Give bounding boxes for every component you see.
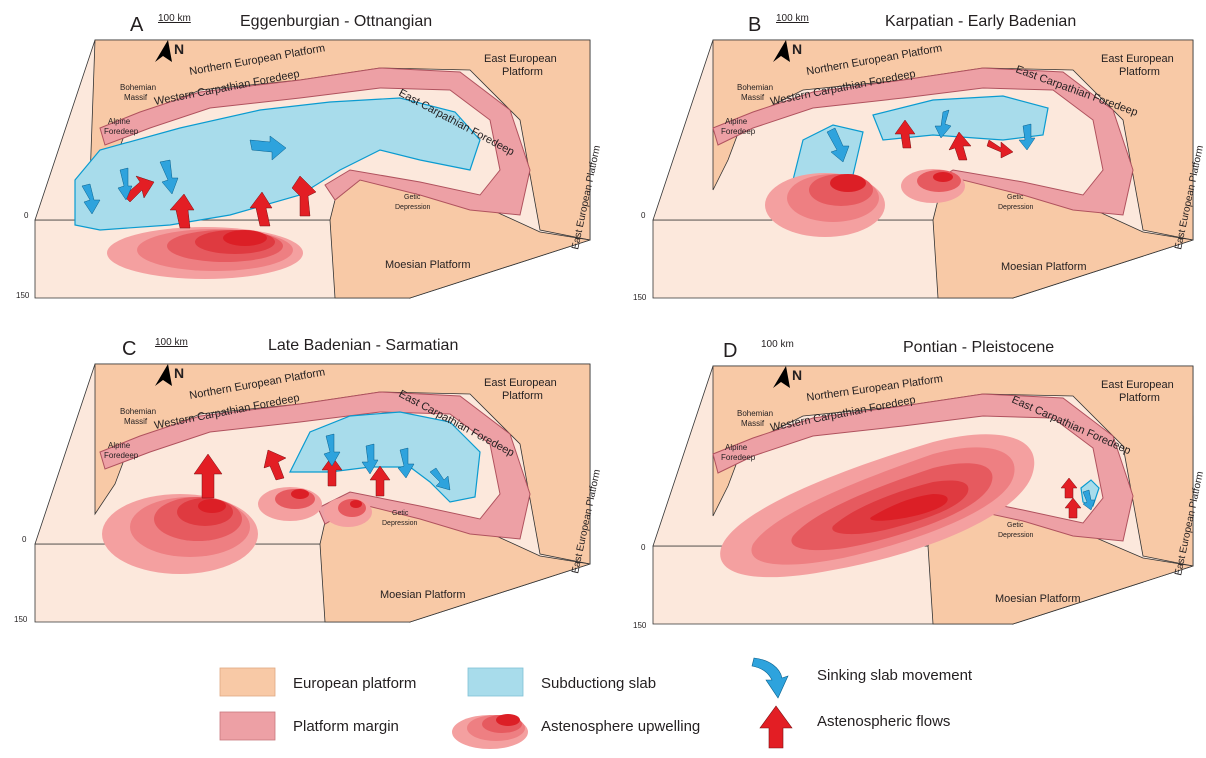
depth-bottom: 150 — [16, 291, 30, 300]
scale-label: 100 km — [155, 337, 188, 348]
flow-arrow-icon — [760, 706, 792, 748]
region-bohemian: Bohemian — [737, 83, 773, 92]
region-east-european: East European — [484, 377, 557, 389]
region-east-european-2: Platform — [502, 390, 543, 402]
north-label: N — [174, 365, 184, 381]
region-east-european-2: Platform — [1119, 66, 1160, 78]
region-bohemian-2: Massif — [741, 419, 765, 428]
region-east-european-2: Platform — [1119, 392, 1160, 404]
region-moesian: Moesian Platform — [995, 593, 1081, 605]
legend-swatch-platform-margin — [220, 712, 275, 740]
region-alpine: Alpine — [725, 117, 748, 126]
region-getic-2: Depression — [382, 520, 418, 527]
scale-label: 100 km — [776, 13, 809, 24]
panel-letter: B — [748, 14, 761, 36]
region-bohemian-2: Massif — [741, 93, 765, 102]
legend-label-sinking-slab: Sinking slab movement — [817, 667, 973, 684]
legend-label-platform-margin: Platform margin — [293, 718, 399, 735]
depth-top: 0 — [641, 543, 646, 552]
region-alpine: Alpine — [725, 443, 748, 452]
panel-c: C Late Badenian - Sarmatian 100 km N Boh… — [0, 322, 600, 642]
legend-item-astenosphere-upwelling: Astenosphere upwelling — [452, 714, 700, 749]
region-getic-2: Depression — [998, 532, 1034, 539]
panel-b-diagram: B Karpatian - Early Badenian 100 km N Bo… — [603, 0, 1203, 320]
panel-title: Eggenburgian - Ottnangian — [240, 13, 432, 30]
region-getic: Getic — [392, 510, 409, 517]
panel-title: Karpatian - Early Badenian — [885, 13, 1076, 30]
region-getic: Getic — [1007, 522, 1024, 529]
panel-d: D Pontian - Pleistocene 100 km N Bohemia… — [603, 322, 1203, 642]
region-moesian: Moesian Platform — [380, 589, 466, 601]
depth-bottom: 150 — [14, 615, 28, 624]
region-east-european: East European — [484, 53, 557, 65]
region-alpine-2: Foredeep — [104, 451, 139, 460]
legend-graphic: European platform Platform margin Subduc… — [0, 640, 1206, 753]
panel-title: Late Badenian - Sarmatian — [268, 337, 458, 354]
region-alpine-2: Foredeep — [721, 127, 756, 136]
region-getic-2: Depression — [998, 204, 1034, 211]
legend-item-sinking-slab: Sinking slab movement — [752, 658, 973, 698]
depth-top: 0 — [24, 211, 29, 220]
region-getic: Getic — [404, 194, 421, 201]
region-bohemian: Bohemian — [120, 407, 156, 416]
region-moesian: Moesian Platform — [385, 259, 471, 271]
region-getic-2: Depression — [395, 204, 431, 211]
panel-d-diagram: D Pontian - Pleistocene 100 km N Bohemia… — [603, 322, 1203, 642]
region-getic: Getic — [1007, 194, 1024, 201]
region-east-european-2: Platform — [502, 66, 543, 78]
panel-a-diagram: A Eggenburgian - Ottnangian 100 km N Boh… — [0, 0, 600, 320]
panel-letter: A — [130, 14, 144, 36]
legend-label-european-platform: European platform — [293, 675, 416, 692]
scale-label: 100 km — [761, 339, 794, 350]
panel-letter: C — [122, 338, 136, 360]
north-label: N — [174, 41, 184, 57]
panel-title: Pontian - Pleistocene — [903, 339, 1054, 356]
region-alpine-2: Foredeep — [721, 453, 756, 462]
region-bohemian-2: Massif — [124, 417, 148, 426]
legend-item-european-platform: European platform — [220, 668, 416, 696]
region-east-european: East European — [1101, 379, 1174, 391]
region-alpine-2: Foredeep — [104, 127, 139, 136]
region-bohemian: Bohemian — [737, 409, 773, 418]
region-bohemian-2: Massif — [124, 93, 148, 102]
legend-item-platform-margin: Platform margin — [220, 712, 399, 740]
legend: European platform Platform margin Subduc… — [0, 640, 1206, 753]
panel-b: B Karpatian - Early Badenian 100 km N Bo… — [603, 0, 1203, 320]
legend-item-astenospheric-flows: Astenospheric flows — [760, 706, 950, 748]
sink-arrow-icon — [752, 658, 788, 698]
depth-top: 0 — [22, 535, 27, 544]
legend-label-astenospheric-flows: Astenospheric flows — [817, 713, 950, 730]
region-east-european: East European — [1101, 53, 1174, 65]
legend-label-astenosphere-upwelling: Astenosphere upwelling — [541, 718, 700, 735]
panel-letter: D — [723, 340, 737, 362]
depth-bottom: 150 — [633, 293, 647, 302]
north-label: N — [792, 41, 802, 57]
region-alpine: Alpine — [108, 117, 131, 126]
depth-top: 0 — [641, 211, 646, 220]
depth-bottom: 150 — [633, 621, 647, 630]
legend-label-subducting-slab: Subductiong slab — [541, 675, 656, 692]
north-label: N — [792, 367, 802, 383]
scale-label: 100 km — [158, 13, 191, 24]
astenosphere-upwelling — [107, 227, 303, 279]
region-bohemian: Bohemian — [120, 83, 156, 92]
region-alpine: Alpine — [108, 441, 131, 450]
legend-swatch-european-platform — [220, 668, 275, 696]
panel-c-diagram: C Late Badenian - Sarmatian 100 km N Boh… — [0, 322, 600, 642]
legend-item-subducting-slab: Subductiong slab — [468, 668, 656, 696]
panel-a: A Eggenburgian - Ottnangian 100 km N Boh… — [0, 0, 600, 320]
legend-swatch-subducting-slab — [468, 668, 523, 696]
region-moesian: Moesian Platform — [1001, 261, 1087, 273]
legend-swatch-astenosphere-upwelling — [452, 714, 528, 749]
